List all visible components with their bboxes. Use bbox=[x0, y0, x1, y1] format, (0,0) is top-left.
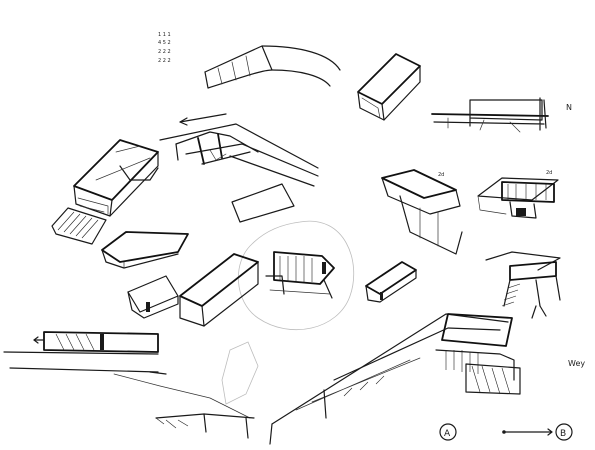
sketch-long-block bbox=[179, 253, 259, 327]
sketch-top-box bbox=[357, 53, 421, 121]
north-mark: N bbox=[566, 103, 572, 112]
small-mark-1: 2d bbox=[438, 172, 444, 178]
sketch-large-cantilever: Wey bbox=[269, 313, 585, 445]
sketch-panel bbox=[231, 183, 295, 223]
sketch-bottom-bridge bbox=[155, 413, 255, 439]
sketch-elevation-left bbox=[3, 331, 251, 419]
note-line-2: 4 5 2 bbox=[158, 40, 171, 46]
sketch-hatched-box bbox=[265, 251, 335, 299]
sketch-top-bridge bbox=[204, 45, 341, 89]
label-a: A bbox=[444, 429, 451, 439]
small-mark-2: 2d bbox=[546, 170, 552, 176]
note-line-4: 2 2 2 bbox=[158, 58, 171, 64]
note-line-3: 2 2 2 bbox=[158, 49, 171, 55]
sketch-slab bbox=[101, 231, 189, 269]
label-b: B bbox=[560, 429, 566, 439]
sketch-block-low-left bbox=[127, 275, 179, 319]
sketch-stair-tower bbox=[485, 251, 561, 319]
sketch-elevation-right: N bbox=[431, 97, 572, 133]
ghost-circle bbox=[238, 220, 354, 331]
sketch-frame-structure bbox=[159, 123, 319, 187]
note-stack: 1 1 1 4 5 2 2 2 2 2 2 2 bbox=[158, 32, 171, 64]
label-group: A B bbox=[439, 423, 573, 441]
sketch-cantilever: 2d bbox=[381, 169, 463, 255]
sketch-small-box bbox=[365, 261, 417, 303]
scribble-note: Wey bbox=[568, 359, 585, 368]
sketch-window-box: 2d bbox=[477, 170, 559, 219]
note-line-1: 1 1 1 bbox=[158, 32, 171, 38]
sketch-faint-block bbox=[221, 341, 259, 405]
sketch-left-building bbox=[51, 139, 159, 245]
sketch-arrow bbox=[179, 113, 227, 126]
